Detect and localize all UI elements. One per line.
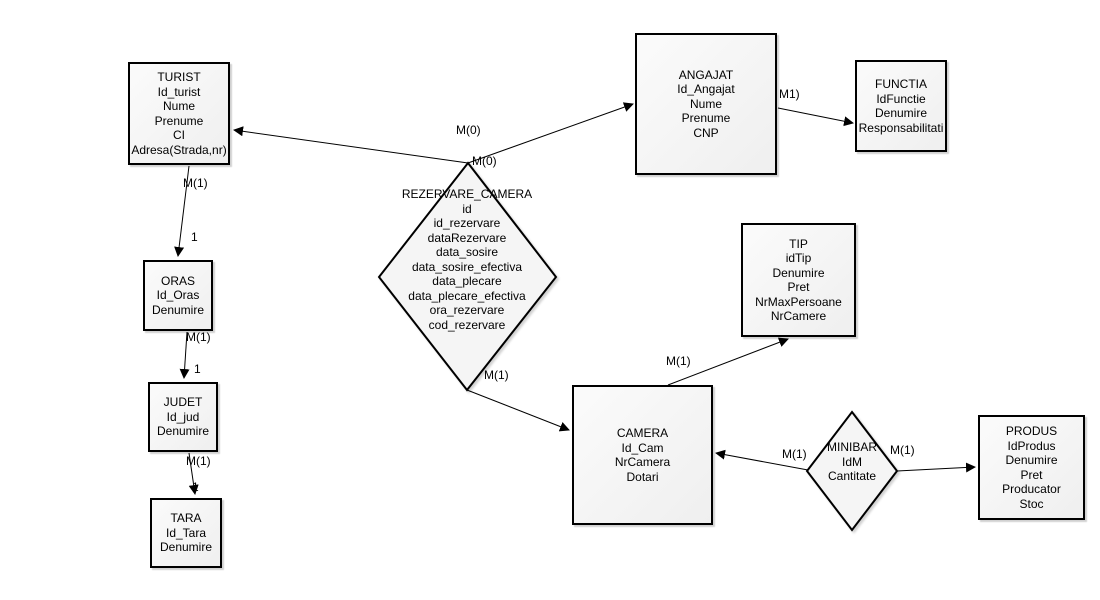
entity-attribute: Prenume — [681, 111, 731, 126]
entity-title: CAMERA — [616, 426, 669, 440]
entity-produs[interactable]: PRODUS IdProdus Denumire Pret Producator… — [978, 415, 1085, 520]
entity-judet[interactable]: JUDET Id_jud Denumire — [148, 382, 218, 452]
cardinality-label-judet-one: 1 — [194, 362, 201, 376]
connector-turist-oras — [174, 165, 190, 257]
entity-attribute: NrCamera — [614, 455, 671, 469]
entity-attribute: Pret — [787, 280, 810, 294]
entity-attribute: CI — [173, 128, 185, 142]
connector-judet-tara — [188, 452, 199, 495]
entity-attribute: Pret — [1020, 467, 1043, 482]
entity-attribute: Denumire — [772, 265, 825, 280]
relationship-rezervare-camera-diamond[interactable] — [377, 161, 558, 392]
entity-attribute: Adresa(Strada,nr) — [131, 142, 227, 157]
cardinality-label-rezervare-camera: M(1) — [484, 368, 509, 382]
entity-attribute: Responsabilitati — [858, 120, 944, 135]
entity-attribute: Id_Oras — [156, 288, 200, 303]
entity-camera[interactable]: CAMERA Id_Cam NrCamera Dotari — [572, 385, 713, 525]
entity-functia[interactable]: FUNCTIA IdFunctie Denumire Responsabilit… — [855, 60, 947, 152]
entity-attribute: Denumire — [874, 106, 928, 120]
entity-attribute: IdFunctie — [876, 91, 926, 106]
entity-attribute: Id_Angajat — [677, 82, 735, 97]
entity-attribute: Stoc — [1019, 496, 1044, 511]
entity-attribute: Nume — [689, 96, 722, 111]
entity-oras[interactable]: ORAS Id_Oras Denumire — [143, 260, 213, 331]
entity-title: TIP — [789, 236, 808, 251]
cardinality-label-oras-one: 1 — [191, 230, 198, 244]
entity-turist[interactable]: TURIST Id_turist Nume Prenume CI Adresa(… — [128, 62, 230, 165]
cardinality-label-angajat-functia: M1) — [779, 87, 800, 101]
entity-attribute: Denumire — [156, 424, 210, 439]
connector-minibar-produs — [896, 462, 976, 473]
entity-attribute: Denumire — [1005, 453, 1058, 467]
cardinality-label-minibar-produs: M(1) — [890, 443, 915, 457]
cardinality-label-oras-judet: M(1) — [186, 330, 211, 344]
relationship-minibar-diamond[interactable] — [805, 410, 899, 532]
connector-rezervare-angajat — [467, 102, 634, 164]
connector-oras-judet — [179, 331, 190, 379]
entity-tara[interactable]: TARA Id_Tara Denumire — [150, 498, 222, 568]
entity-attribute: Id_Cam — [621, 440, 664, 455]
connector-rezervare-camera — [466, 389, 570, 432]
entity-title: JUDET — [163, 395, 203, 410]
entity-attribute: Denumire — [151, 302, 205, 317]
cardinality-label-rezervare-turist: M(0) — [456, 123, 481, 137]
entity-title: PRODUS — [1005, 424, 1058, 438]
entity-attribute: NrCamere — [770, 309, 827, 323]
entity-angajat[interactable]: ANGAJAT Id_Angajat Nume Prenume CNP — [635, 33, 777, 175]
entity-title: ORAS — [160, 273, 195, 288]
cardinality-label-minibar-camera: M(1) — [782, 447, 807, 461]
entity-attribute: Producator — [1002, 482, 1061, 496]
cardinality-label-judet-tara: M(1) — [186, 454, 211, 468]
entity-title: TARA — [170, 511, 202, 526]
entity-attribute: NrMaxPersoane — [755, 294, 842, 309]
cardinality-label-camera-tip: M(1) — [666, 354, 691, 368]
connector-angajat-functia — [777, 107, 854, 127]
entity-title: TURIST — [157, 70, 201, 84]
entity-attribute: Denumire — [159, 540, 213, 555]
entity-attribute: Nume — [162, 99, 195, 113]
entity-attribute: idTip — [785, 251, 812, 265]
connector-rezervare-turist — [233, 126, 469, 164]
connector-minibar-camera — [715, 449, 809, 471]
entity-title: FUNCTIA — [875, 77, 927, 91]
entity-title: ANGAJAT — [678, 67, 734, 82]
entity-attribute: Id_turist — [157, 84, 201, 99]
entity-attribute: IdProdus — [1007, 438, 1056, 453]
entity-attribute: Id_Tara — [165, 525, 207, 540]
entity-attribute: Prenume — [154, 113, 204, 128]
cardinality-label-rezervare-angajat: M(0) — [472, 154, 497, 168]
entity-attribute: Dotari — [626, 469, 659, 484]
connector-camera-tip — [667, 337, 789, 386]
entity-attribute: CNP — [693, 125, 719, 140]
entity-tip[interactable]: TIP idTip Denumire Pret NrMaxPersoane Nr… — [741, 223, 856, 337]
entity-attribute: Id_jud — [166, 409, 200, 424]
cardinality-label-turist-oras: M(1) — [183, 176, 208, 190]
cardinality-label-tara-one: 1 — [192, 480, 199, 494]
